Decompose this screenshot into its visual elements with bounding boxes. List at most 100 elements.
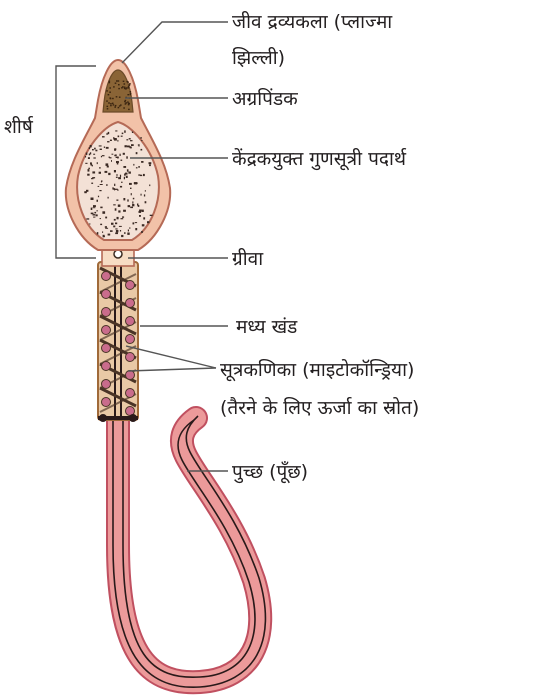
chromatin-speck (101, 181, 102, 182)
chromatin-speck (133, 222, 135, 224)
chromatin-speck (124, 130, 126, 132)
chromatin-speck (112, 187, 114, 188)
chromatin-speck (119, 226, 122, 227)
acrosome-speck (113, 86, 115, 87)
chromatin-speck (124, 177, 125, 180)
mitochondrion (126, 389, 135, 398)
chromatin-speck (138, 144, 139, 146)
chromatin-speck (91, 183, 93, 184)
chromatin-speck (100, 207, 102, 209)
chromatin-speck (149, 162, 152, 164)
leader-mitochondria-b (128, 368, 216, 371)
chromatin-speck (108, 234, 111, 236)
mitochondrion (126, 317, 135, 326)
mitochondrion (102, 362, 111, 371)
chromatin-speck (120, 186, 122, 188)
chromatin-speck (143, 174, 145, 176)
chromatin-speck (117, 174, 118, 176)
chromatin-speck (130, 207, 133, 209)
chromatin-speck (105, 228, 108, 229)
chromatin-speck (88, 157, 90, 159)
chromatin-speck (117, 140, 118, 142)
mitochondrion (102, 272, 111, 281)
label-neck: ग्रीवा (232, 247, 264, 270)
acrosome-speck (109, 87, 111, 88)
mitochondrion (126, 335, 135, 344)
chromatin-speck (121, 218, 124, 219)
chromatin-speck (142, 224, 145, 226)
chromatin-speck (84, 191, 87, 193)
chromatin-speck (132, 132, 133, 134)
chromatin-speck (88, 168, 90, 169)
acrosome-speck (118, 84, 120, 85)
chromatin-speck (105, 171, 108, 173)
chromatin-speck (109, 157, 111, 158)
chromatin-speck (127, 199, 128, 201)
chromatin-speck (85, 163, 87, 164)
chromatin-speck (123, 166, 126, 168)
acrosome-speck (110, 103, 112, 104)
chromatin-speck (93, 207, 96, 208)
acrosome-speck (125, 103, 127, 104)
leader-mitochondria-a (126, 346, 216, 368)
chromatin-speck (120, 154, 121, 156)
chromatin-speck (105, 217, 107, 219)
chromatin-speck (139, 215, 141, 217)
chromatin-speck (132, 201, 133, 203)
mitochondrion (126, 353, 135, 362)
chromatin-speck (101, 156, 102, 158)
mitochondrion (102, 380, 111, 389)
chromatin-speck (100, 184, 103, 185)
chromatin-speck (123, 153, 125, 155)
chromatin-speck (121, 136, 123, 137)
chromatin-speck (97, 200, 99, 202)
chromatin-speck (126, 156, 128, 158)
chromatin-speck (121, 235, 123, 237)
chromatin-speck (102, 136, 105, 137)
acrosome-speck (118, 88, 120, 89)
chromatin-speck (85, 156, 86, 158)
acrosome-speck (115, 105, 117, 106)
acrosome-speck (114, 106, 116, 107)
chromatin-speck (108, 173, 110, 175)
acrosome-speck (107, 108, 109, 109)
chromatin-speck (141, 231, 143, 233)
chromatin-speck (106, 147, 109, 149)
chromatin-speck (107, 141, 109, 142)
chromatin-speck (95, 150, 97, 152)
acrosome-speck (130, 94, 132, 95)
chromatin-speck (107, 133, 108, 135)
chromatin-speck (103, 235, 105, 238)
acrosome-speck (123, 107, 125, 108)
acrosome-speck (129, 83, 131, 84)
chromatin-speck (124, 232, 126, 234)
chromatin-speck (92, 149, 94, 150)
chromatin-speck (127, 169, 129, 171)
chromatin-speck (142, 210, 144, 212)
acrosome-speck (110, 105, 112, 106)
acrosome-speck (125, 100, 127, 101)
chromatin-speck (116, 177, 118, 178)
chromatin-speck (94, 212, 96, 214)
chromatin-speck (100, 149, 102, 150)
acrosome-speck (108, 102, 110, 103)
acrosome-speck (119, 97, 121, 98)
mitochondrion (102, 290, 111, 299)
chromatin-speck (113, 137, 114, 139)
chromatin-speck (123, 210, 126, 212)
acrosome-speck (125, 88, 127, 89)
mitochondrion (102, 326, 111, 335)
chromatin-speck (116, 230, 119, 232)
acrosome-speck (109, 82, 111, 83)
middle-piece (98, 262, 138, 422)
acrosome-speck (116, 80, 118, 81)
mitochondrion (102, 308, 111, 317)
chromatin-speck (97, 162, 98, 164)
chromatin-speck (115, 223, 117, 225)
chromatin-speck (128, 230, 129, 232)
acrosome-speck (116, 96, 118, 97)
chromatin-speck (116, 161, 119, 163)
chromatin-speck (118, 210, 120, 212)
chromatin-speck (149, 164, 151, 166)
